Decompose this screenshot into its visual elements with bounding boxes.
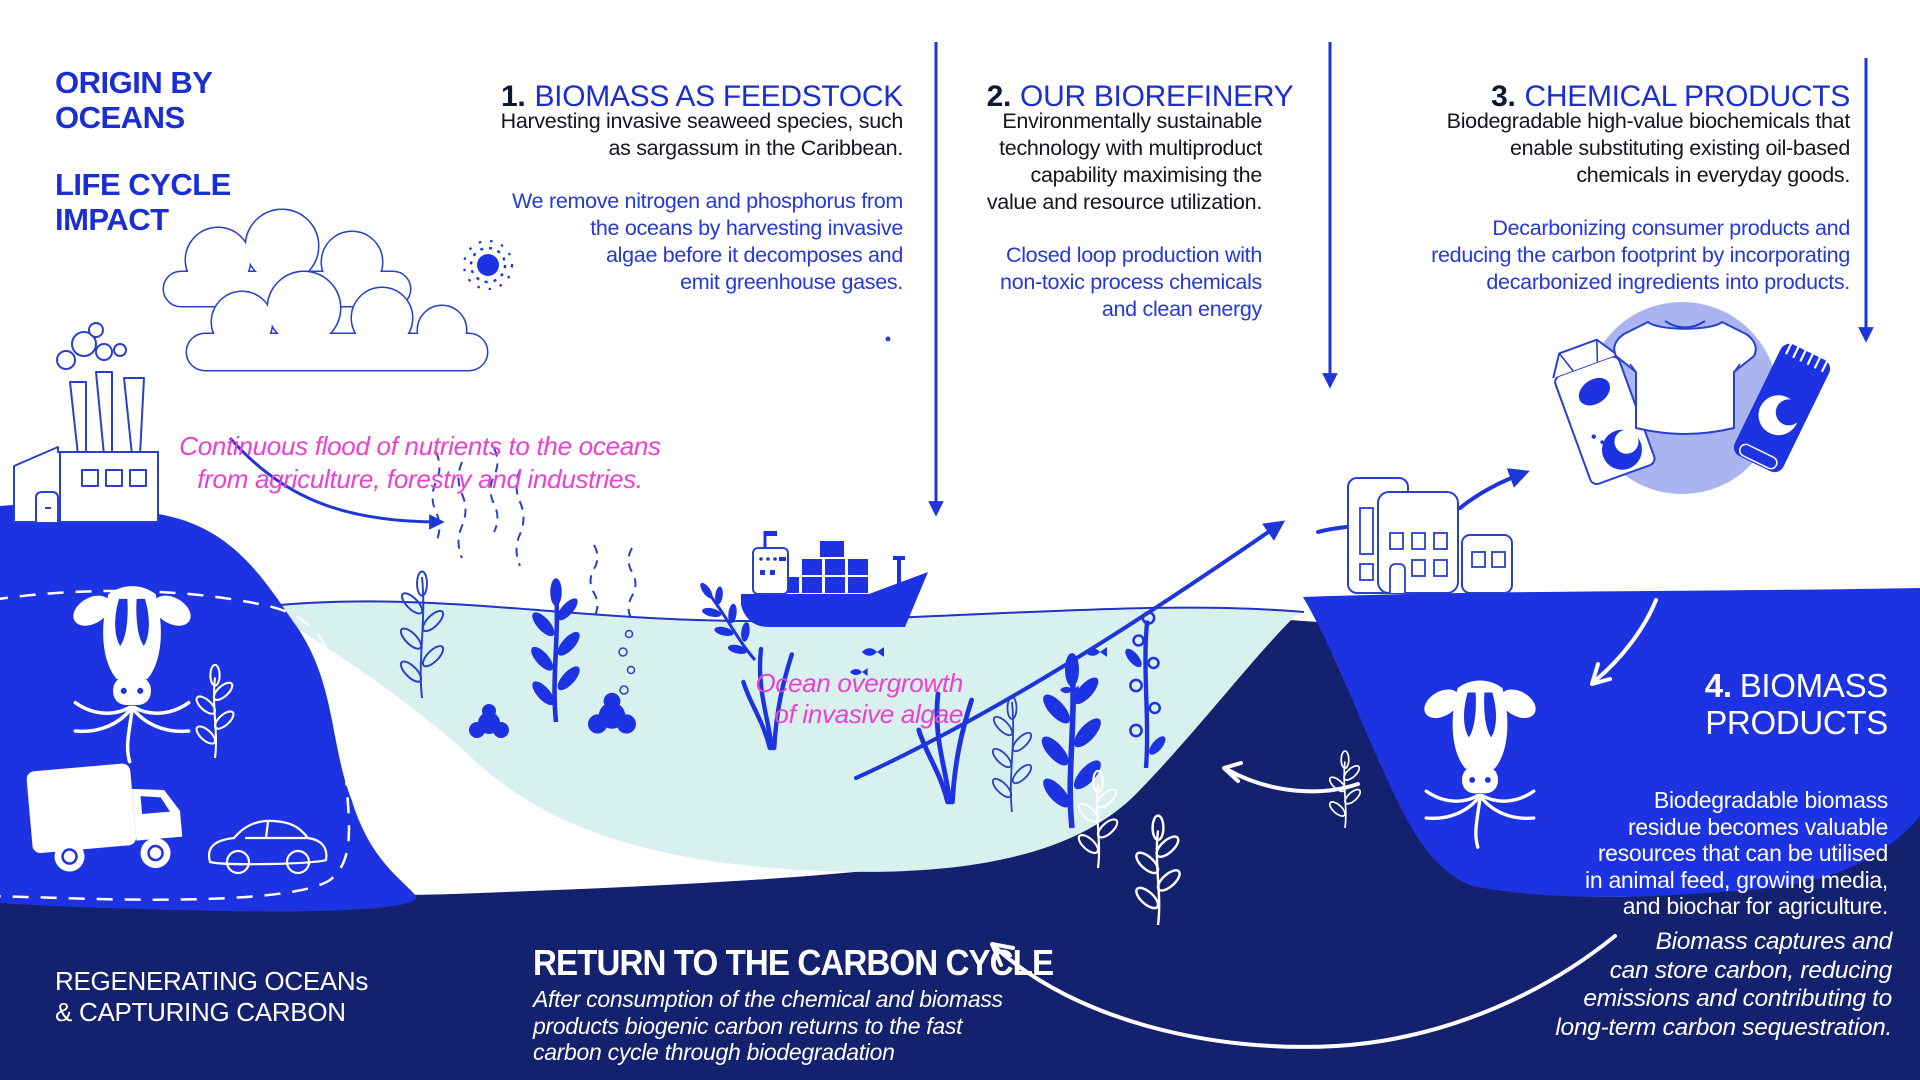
sun-icon [462,239,514,291]
section-3-highlight: Decarbonizing consumer products and redu… [1431,216,1850,294]
carton-icon [1552,338,1656,486]
section-1-body: Harvesting invasive seaweed species, suc… [455,108,904,296]
section-2-number: 2. [986,80,1012,113]
flow-arrow-nutrients [228,437,445,530]
stray-dot [885,336,891,342]
products-illustration [1552,302,1831,494]
flow-arrow-harvest [854,520,1286,780]
deep-sea-shape [0,618,1920,1080]
seaweed-illustrations [396,570,1169,829]
section-2-body: Environmentally sustainable technology w… [942,108,1262,323]
white-arrow-return-cycle [990,934,1617,1049]
section-2-text: Environmentally sustainable technology w… [986,109,1262,214]
section-1-number: 1. [501,80,526,113]
overgrowth-annotation: Ocean overgrowth of invasive algae [755,668,963,729]
section-1-heading: 1.BIOMASS AS FEEDSTOCK [455,46,903,114]
section-2-title: OUR BIOREFINERY [1020,80,1294,113]
biorefinery-illustration [1347,477,1513,594]
right-land-shape [1303,588,1920,897]
section-1-highlight: We remove nitrogen and phosphorus from t… [512,189,903,294]
section-1-title: BIOMASS AS FEEDSTOCK [534,80,903,113]
section-4-title: BIOMASS PRODUCTS [1705,667,1888,741]
nutrients-annotation: Continuous flood of nutrients to the oce… [179,431,661,494]
carbon-cycle-title: RETURN TO THE CARBON CYCLE [533,942,1054,983]
section-4-text: Biodegradable biomass residue becomes va… [1585,787,1888,919]
truck-icon [26,763,183,872]
section-3-title: CHEMICAL PRODUCTS [1524,80,1851,113]
ship-illustration [741,531,928,627]
section-4-heading: 4.BIOMASS PRODUCTS [1538,630,1889,741]
dashed-road-line [0,589,351,901]
nutrient-squiggles [431,447,637,621]
flow-arrow-products [1458,468,1530,510]
white-arrow-products-to-biomass [1590,598,1658,686]
section-2-highlight: Closed loop production with non-toxic pr… [1000,243,1262,321]
section-4-number: 4. [1704,667,1732,704]
regenerating-caption: REGENERATING OCEANs & CAPTURING CARBON [55,966,369,1027]
brand-title: ORIGIN BY OCEANS [55,65,213,135]
section-3-text: Biodegradable high-value biochemicals th… [1446,109,1851,187]
tube-icon [1733,343,1831,473]
section-3-number: 3. [1491,80,1516,113]
section-4: 4.BIOMASS PRODUCTS Biodegradable biomass… [1538,612,1888,938]
section-1-text: Harvesting invasive seaweed species, suc… [500,109,904,160]
cloud-icon [185,270,489,372]
ocean-basin-shape [262,600,1298,872]
factory-illustration [13,322,159,523]
tshirt-icon [1613,320,1757,435]
section-2-heading: 2.OUR BIOREFINERY [950,46,1330,114]
flow-arrow-harvest-dash [1316,525,1348,534]
carbon-cycle-body: After consumption of the chemical and bi… [533,986,1003,1065]
brand-subtitle: LIFE CYCLE IMPACT [55,167,231,237]
car-icon [207,819,328,875]
section-3-body: Biodegradable high-value biochemicals th… [1360,108,1850,296]
biomass-capture-note: Biomass captures and can store carbon, r… [1555,928,1892,1041]
section-3-heading: 3.CHEMICAL PRODUCTS [1360,46,1850,114]
